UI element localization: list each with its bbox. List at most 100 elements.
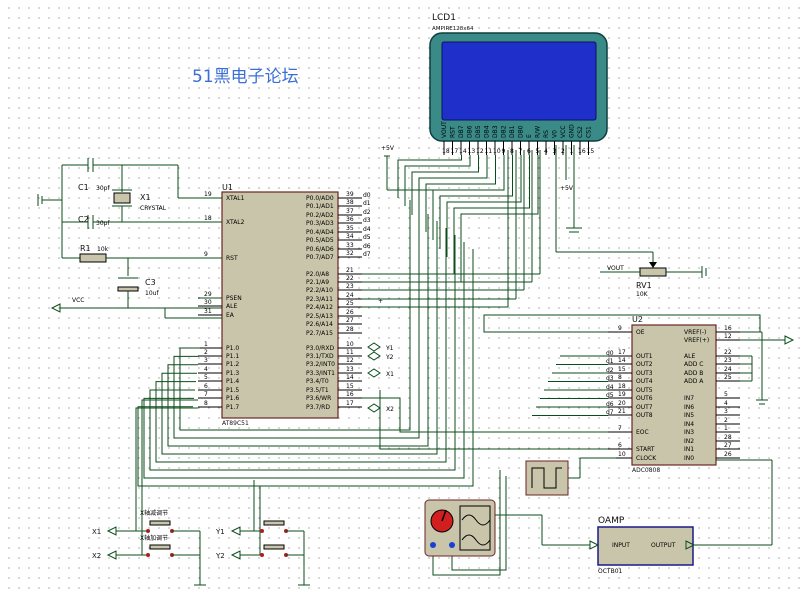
svg-text:Y2: Y2 — [385, 354, 394, 361]
adc-pin-label: IN3 — [684, 429, 694, 436]
adc-pin-number: 5 — [724, 391, 728, 398]
mcu-pin-label: P3.3/INT1 — [306, 370, 335, 377]
lcd-pin-number: 5 — [536, 148, 540, 155]
svg-text:Y1: Y1 — [215, 528, 225, 536]
button-y1[interactable]: Y1 — [215, 520, 304, 536]
mcu-pin-number: 29 — [204, 291, 212, 298]
mcu-net-label: d6 — [363, 243, 371, 250]
mcu-pin-label: ALE — [226, 303, 237, 310]
mcu-pin-number: 8 — [204, 400, 208, 407]
mcu-pin-number: 12 — [346, 357, 354, 364]
mcu-pin-number: 10 — [346, 341, 354, 348]
reset-network[interactable]: R1 10k C3 10uf VCC — [50, 222, 222, 319]
mcu-pin-label: P0.3/AD3 — [306, 220, 334, 227]
lcd-pin-number: 9 — [502, 148, 506, 155]
adc-pin-label: IN0 — [684, 455, 694, 462]
mcu-pin-label: P1.2 — [226, 361, 239, 368]
adc-pin-number: 27 — [724, 442, 732, 449]
button-y2[interactable]: Y2 — [215, 531, 310, 586]
mcu-pin-number: 27 — [346, 317, 354, 324]
mcu-net-label: d4 — [363, 226, 371, 233]
mcu-pin-label: XTAL1 — [226, 195, 245, 202]
lcd-pin-label: CS2 — [577, 126, 584, 138]
lcd-pin-group: VOUT18RST17DB714DB613DB512DB411DB310DB29… — [441, 121, 594, 155]
mcu-pin-number: 28 — [346, 326, 354, 333]
potentiometer-rv1[interactable]: VOUT RV1 10K — [555, 145, 707, 298]
mcu-pin-label: P3.2/INT0 — [306, 361, 335, 368]
lcd-module[interactable]: LCD1 AMPIRE128x64 VOUT18RST17DB714DB613D… — [429, 13, 608, 155]
lcd-pin-label: DB1 — [509, 125, 516, 138]
lcd-pin-number: 17 — [451, 148, 459, 155]
lcd-ref: LCD1 — [432, 13, 456, 23]
clock-generator[interactable] — [525, 457, 616, 496]
lcd-pin-label: VCC — [560, 126, 567, 138]
adc-pin-label: OUT4 — [636, 378, 653, 385]
plus5v-lcd-b: +5V — [560, 145, 574, 192]
mcu-pin-label: PSEN — [226, 295, 242, 302]
mcu-part: AT89C51 — [222, 420, 249, 427]
adc-pin-number: 12 — [724, 333, 732, 340]
oscilloscope[interactable] — [424, 499, 590, 557]
mcu-pin-number: 16 — [346, 391, 354, 398]
lcd-pin-label: GND — [569, 124, 576, 138]
net-terminals: Y1 Y2 X1 X2 — [367, 342, 394, 413]
mcu-pin-label: P2.0/A8 — [306, 271, 329, 278]
lcd-pin-number: 8 — [510, 148, 514, 155]
svg-text:X1: X1 — [92, 528, 101, 536]
mcu-pin-number: 21 — [346, 267, 354, 274]
oamp-input: INPUT — [612, 542, 630, 549]
c2-ref: C2 — [78, 215, 89, 224]
adc-pin-number: 21 — [618, 408, 626, 415]
mcu-pin-label: P3.6/WR — [306, 395, 331, 402]
mcu-pin-number: 2 — [204, 349, 208, 356]
mcu-pin-number: 26 — [346, 309, 354, 316]
oamp-ref: OAMP — [598, 516, 625, 526]
lcd-pin-number: 1 — [570, 148, 574, 155]
mcu-pin-number: 9 — [204, 251, 208, 258]
mcu-pin-number: 4 — [204, 366, 208, 373]
rv1-ref: RV1 — [636, 281, 652, 290]
adc-u2[interactable]: U2 ADC0808 9OE17OUT1d014OUT2d115OUT3d28O… — [606, 315, 753, 474]
adc-net-label: d4 — [606, 384, 614, 391]
lcd-pin-number: 15 — [587, 148, 595, 155]
oscillator-network[interactable]: C1 30pf C2 30pf X1 CRYSTAL — [37, 158, 222, 229]
adc-pin-label: EOC — [636, 429, 649, 436]
mcu-pin-number: 32 — [346, 250, 354, 257]
vout-label: VOUT — [607, 265, 624, 272]
button-x2[interactable]: X2 X轴加调节 — [92, 531, 206, 586]
mcu-pin-label: P3.4/T0 — [306, 378, 329, 385]
mcu-pin-label: P0.5/AD5 — [306, 237, 334, 244]
adc-net-label: d6 — [606, 401, 614, 408]
mcu-pin-label: P3.0/RXD — [306, 345, 334, 352]
oamp-block[interactable]: OAMP INPUT OUTPUT OCTB01 — [589, 459, 773, 575]
adc-pin-number: 17 — [618, 349, 626, 356]
junction-mark: + — [378, 298, 383, 305]
adc-pin-label: IN5 — [684, 412, 694, 419]
lcd-pin-label: DB3 — [492, 125, 499, 138]
lcd-pin-label: DB5 — [475, 125, 482, 138]
lcd-pin-number: 12 — [476, 148, 484, 155]
lcd-pin-number: 6 — [527, 148, 531, 155]
adc-pin-number: 3 — [724, 408, 728, 415]
c3-ref: C3 — [145, 278, 156, 287]
adc-ref: U2 — [632, 315, 643, 324]
c2-value: 30pf — [96, 220, 110, 227]
mcu-pin-label: P2.5/A13 — [306, 313, 333, 320]
bus-wiring: + — [135, 150, 761, 576]
mcu-pin-number: 35 — [346, 225, 354, 232]
mcu-pin-number: 33 — [346, 242, 354, 249]
lcd-pin-label: DB2 — [501, 125, 508, 138]
adc-net-label: d7 — [606, 409, 614, 416]
x1-value: CRYSTAL — [140, 205, 167, 212]
mcu-u1[interactable]: U1 AT89C51 19XTAL118XTAL29RST29PSEN30ALE… — [198, 183, 371, 427]
adc-pin-label: OUT5 — [636, 387, 653, 394]
button-x1[interactable]: X1 X轴减调节 — [92, 509, 200, 536]
adc-pin-label: IN4 — [684, 421, 694, 428]
adc-pin-number: 16 — [724, 325, 732, 332]
mcu-pin-label: P2.6/A14 — [306, 321, 333, 328]
mcu-pin-label: RST — [226, 255, 238, 262]
lcd-pin-label: V0 — [552, 130, 559, 138]
mcu-pin-number: 30 — [204, 299, 212, 306]
button-panel[interactable]: X1 X轴减调节 X2 X轴加调节 Y1 — [92, 509, 310, 586]
